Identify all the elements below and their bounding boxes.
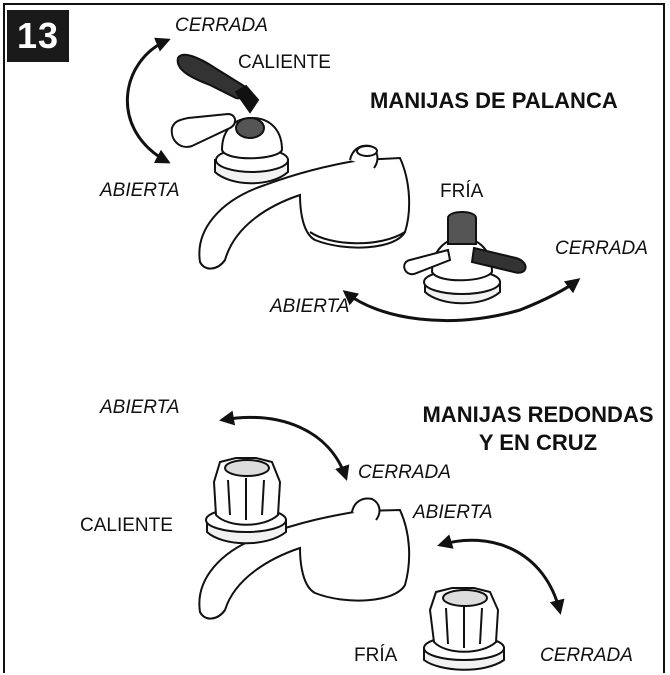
lever-cold-closed-label: CERRADA [555, 238, 648, 259]
knob-hot-closed-label: CERRADA [358, 462, 451, 483]
lever-section-title: MANIJAS DE PALANCA [370, 88, 618, 113]
knob-hot-label: CALIENTE [80, 515, 173, 536]
knob-cold-label: FRÍA [354, 645, 398, 666]
lever-hot-label: CALIENTE [238, 52, 331, 73]
knob-section-title-line1: MANIJAS REDONDAS [422, 402, 654, 427]
knob-cold-valve [424, 588, 504, 670]
lever-hot-valve [172, 55, 288, 184]
lever-cold-open-label: ABIERTA [270, 296, 350, 317]
lever-cold-valve [404, 212, 525, 303]
knob-hot-open-label: ABIERTA [100, 397, 180, 418]
lever-cold-label: FRÍA [440, 181, 484, 202]
figure-frame [3, 3, 665, 673]
lever-spout [199, 146, 409, 269]
lever-hot-open-label: ABIERTA [100, 180, 180, 201]
step-number-badge: 13 [7, 10, 69, 62]
knob-arrows [219, 410, 565, 615]
lever-hot-closed-label: CERRADA [175, 15, 268, 36]
lever-arrows [127, 37, 581, 320]
knob-cold-open-label: ABIERTA [413, 502, 493, 523]
knob-hot-valve [206, 458, 286, 543]
knob-section-title-line2: Y EN CRUZ [478, 430, 598, 455]
knob-cold-closed-label: CERRADA [540, 645, 633, 666]
